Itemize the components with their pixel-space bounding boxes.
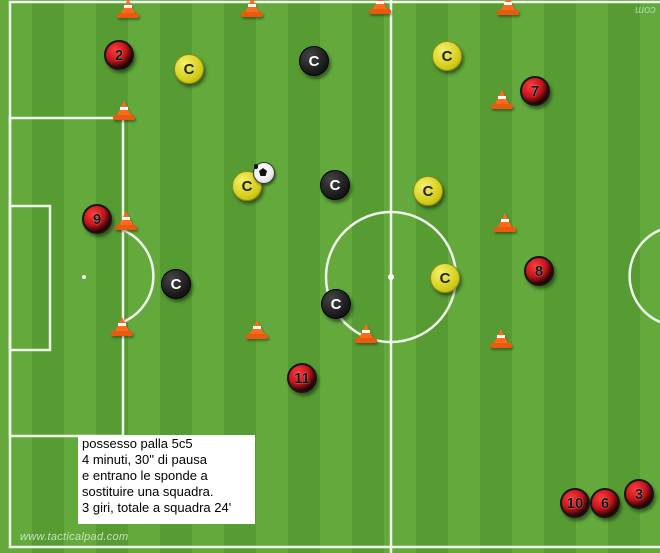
player-number: 6 (600, 494, 610, 512)
cone (241, 0, 263, 17)
player-number: 10 (566, 494, 584, 512)
cone (491, 90, 513, 109)
yellow-c-token[interactable]: C (174, 54, 204, 84)
note-line: sostituire una squadra. (82, 484, 214, 499)
note-line: 3 giri, totale a squadra 24' (82, 500, 232, 515)
black-c-token[interactable]: C (320, 170, 350, 200)
soccer-ball-icon[interactable] (253, 162, 275, 184)
cone (117, 0, 139, 18)
cone (369, 0, 391, 14)
drill-note[interactable]: possesso palla 5c5 4 minuti, 30'' di pau… (78, 435, 255, 524)
player-token[interactable]: 7 (520, 76, 550, 106)
player-number: 2 (114, 46, 124, 64)
cone (497, 0, 519, 15)
player-token[interactable]: 10 (560, 488, 590, 518)
cone (115, 211, 137, 230)
token-label: C (439, 269, 451, 287)
player-number: 3 (634, 485, 644, 503)
cone (113, 101, 135, 120)
token-label: C (441, 47, 453, 65)
cone (246, 320, 268, 339)
player-number: 9 (92, 210, 102, 228)
token-label: C (422, 182, 434, 200)
watermark: www.tacticalpad.com (20, 531, 129, 543)
penalty-arc-left (122, 228, 155, 324)
penalty-spot-left (82, 275, 86, 279)
goal-area-left (8, 204, 52, 352)
token-label: C (329, 176, 341, 194)
player-token[interactable]: 6 (590, 488, 620, 518)
yellow-c-token[interactable]: C (432, 41, 462, 71)
token-label: C (183, 60, 195, 78)
centre-spot (388, 274, 394, 280)
player-token[interactable]: 8 (524, 256, 554, 286)
note-line: 4 minuti, 30'' di pausa (82, 452, 207, 467)
black-c-token[interactable]: C (299, 46, 329, 76)
penalty-area-left (8, 116, 125, 438)
note-line: e entrano le sponde a (82, 468, 208, 483)
watermark-corner: com (635, 4, 656, 16)
cone (355, 324, 377, 343)
player-number: 7 (530, 82, 540, 100)
penalty-arc-right (628, 228, 660, 324)
token-label: C (170, 275, 182, 293)
yellow-c-token[interactable]: C (413, 176, 443, 206)
note-line: possesso palla 5c5 (82, 436, 193, 451)
player-number: 11 (294, 369, 310, 387)
player-number: 8 (534, 262, 544, 280)
cone (494, 213, 516, 232)
player-token[interactable]: 2 (104, 40, 134, 70)
player-token[interactable]: 11 (287, 363, 317, 393)
yellow-c-token[interactable]: C (430, 263, 460, 293)
player-token[interactable]: 3 (624, 479, 654, 509)
player-token[interactable]: 9 (82, 204, 112, 234)
cone (490, 329, 512, 348)
token-label: C (330, 295, 342, 313)
black-c-token[interactable]: C (321, 289, 351, 319)
token-label: C (241, 177, 253, 195)
token-label: C (308, 52, 320, 70)
cone (111, 317, 133, 336)
black-c-token[interactable]: C (161, 269, 191, 299)
